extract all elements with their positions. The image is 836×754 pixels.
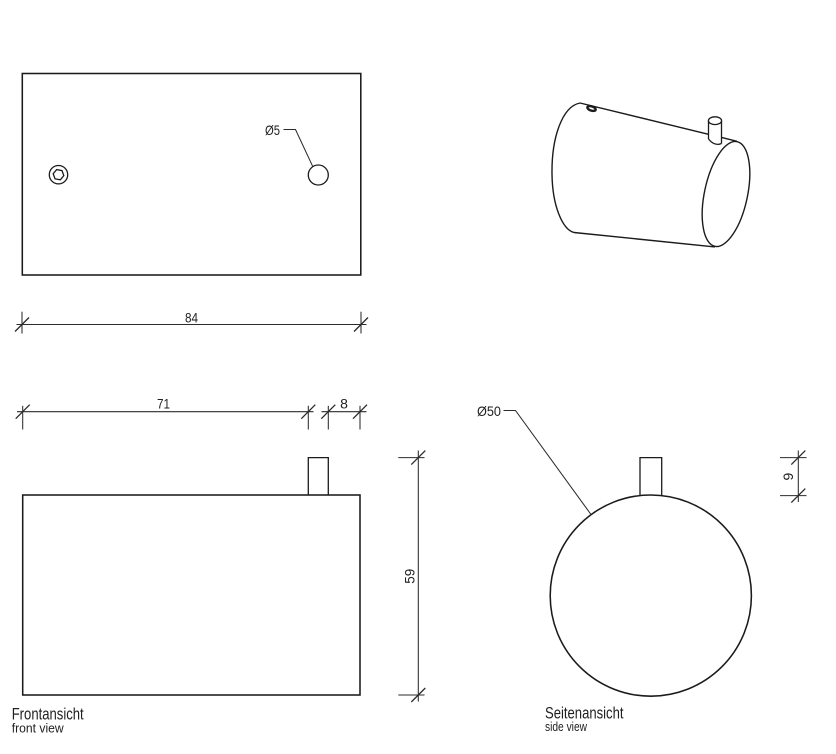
front-view-subtitle: front view	[12, 721, 65, 736]
dim-front-height: 59	[398, 450, 426, 703]
dim-71-value: 71	[157, 395, 170, 411]
side-view-peg-outline	[639, 456, 663, 496]
cylinder-top-edge-left-segment	[579, 102, 709, 135]
dim-84-tick-right	[353, 317, 369, 332]
dim-9-value: 9	[780, 472, 796, 480]
dim-8-value: 8	[340, 395, 348, 411]
iso-screw-hole-mark	[586, 104, 597, 113]
front-view	[21, 456, 361, 696]
dim-8-tick-left	[320, 404, 336, 420]
side-view-circle-outline	[549, 494, 753, 697]
dim-71-tick-right	[300, 404, 316, 420]
dim-59-tick-top	[410, 450, 426, 466]
diameter-label-leader-line	[503, 409, 592, 515]
dim-front-width: 71	[15, 395, 316, 430]
front-view-plate-outline	[21, 494, 361, 696]
top-view: Ø5	[21, 72, 362, 276]
cylinder-top-edge-right-segment	[721, 136, 738, 142]
isometric-view	[551, 102, 751, 248]
dim-peg-height: 9	[780, 450, 807, 504]
hole-diameter-label: Ø5	[265, 122, 280, 138]
diameter-label: Ø50	[477, 403, 501, 419]
front-view-peg-outline	[307, 456, 329, 495]
iso-peg-top-ellipse	[707, 116, 723, 126]
dim-8-tick-right	[352, 404, 368, 420]
top-view-plate-outline	[21, 72, 362, 276]
dim-edge-offset: 8	[320, 395, 368, 430]
side-view-title: Seitenansicht	[545, 704, 624, 723]
dim-59-tick-bottom	[410, 687, 426, 703]
side-view-subtitle: side view	[545, 719, 587, 734]
hole-label-leader-line	[283, 128, 314, 167]
front-view-title: Frontansicht	[12, 705, 84, 724]
dim-59-value: 59	[401, 569, 417, 584]
cylinder-back-arc	[551, 102, 581, 234]
side-view: Ø50	[477, 403, 753, 697]
dim-overall-width: 84	[14, 310, 369, 334]
screw-head-outer-circle	[48, 164, 69, 185]
dim-9-tick-bottom	[790, 488, 806, 504]
peg-hole-circle	[307, 164, 329, 186]
dim-9-tick-top	[790, 450, 806, 466]
cylinder-front-face-ellipse	[701, 140, 751, 248]
dim-84-value: 84	[185, 310, 198, 326]
screw-head-hex-socket	[52, 168, 65, 181]
view-labels: Frontansicht front view Seitenansicht si…	[12, 704, 624, 736]
cylinder-bottom-edge	[573, 231, 715, 248]
iso-peg-base-arc	[707, 138, 722, 145]
dim-71-tick-left	[15, 404, 31, 420]
dim-84-tick-left	[14, 317, 30, 332]
